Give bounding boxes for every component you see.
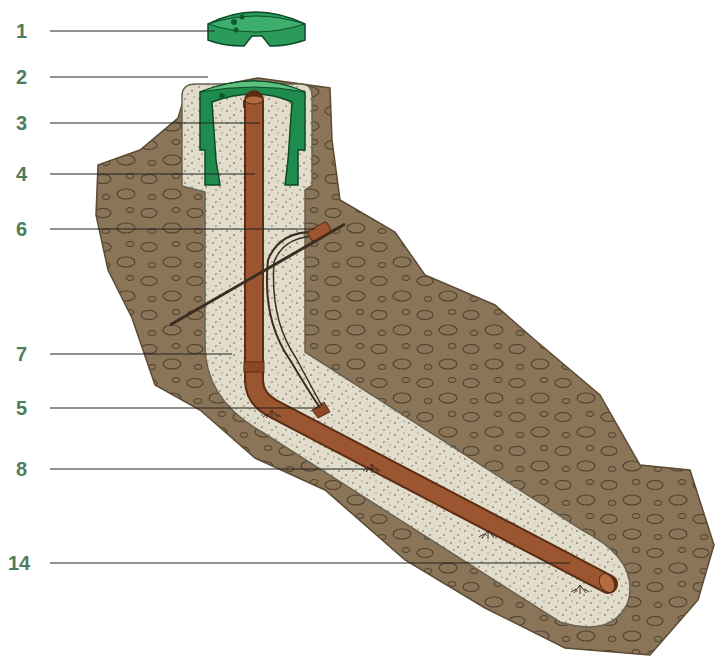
callout-number: 8	[16, 459, 27, 479]
wire	[170, 224, 345, 325]
roots	[263, 410, 589, 594]
callout-number: 2	[16, 67, 27, 87]
lid-hole	[231, 19, 237, 25]
pipe	[254, 100, 608, 584]
callout-number: 1	[16, 21, 27, 41]
lid-hole	[234, 28, 239, 33]
leader-lines	[50, 31, 570, 563]
box-bolt	[219, 93, 225, 99]
pipe-body	[254, 100, 608, 584]
elbow-fitting	[244, 362, 264, 372]
splice-connector	[307, 221, 332, 242]
valve-box-lid	[208, 12, 305, 46]
callout-number: 4	[16, 164, 27, 184]
pipe-top	[245, 96, 263, 104]
callout-number: 3	[16, 113, 27, 133]
callout-number: 5	[16, 398, 27, 418]
pipe-end	[596, 571, 618, 595]
lid-top	[208, 16, 305, 32]
soil	[96, 78, 714, 655]
callout-number: 6	[16, 219, 27, 239]
wire-loop	[273, 236, 322, 406]
lid-hole	[240, 15, 245, 20]
sand-backfill	[182, 84, 630, 627]
callout-number: 14	[8, 553, 30, 573]
callout-number: 7	[16, 344, 27, 364]
